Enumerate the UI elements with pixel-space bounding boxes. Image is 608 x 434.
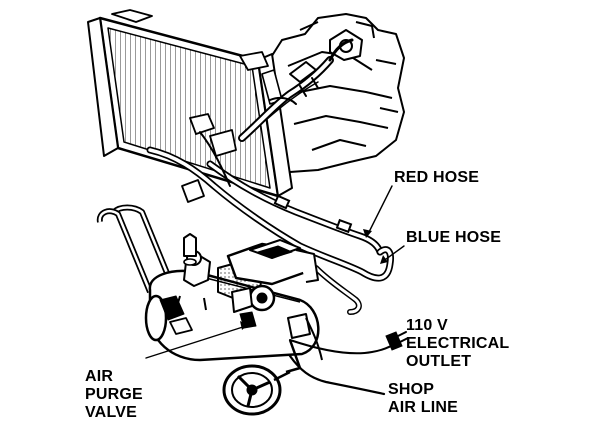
shop-air-line-label: SHOP AIR LINE — [388, 381, 458, 417]
electrical-cord — [289, 331, 409, 355]
air-purge-valve-line-3: VALVE — [85, 404, 137, 421]
compressor-wheel — [222, 364, 291, 416]
shop-air-line-line-2: AIR LINE — [388, 399, 459, 416]
electrical-outlet-line-1: 110 V — [406, 317, 448, 334]
blue-hose — [146, 131, 394, 282]
engine-block — [267, 13, 405, 173]
blue-hose-label: BLUE HOSE — [406, 229, 501, 247]
upper-hose-assembly — [238, 38, 354, 142]
air-purge-valve-line-2: PURGE — [85, 386, 143, 403]
air-purge-valve-label: AIR PURGE VALVE — [85, 368, 143, 422]
red-hose-label-text: RED HOSE — [394, 169, 480, 186]
electrical-outlet-label: 110 V ELECTRICAL OUTLET — [406, 317, 509, 371]
red-hose — [206, 160, 384, 256]
electrical-outlet-line-2: ELECTRICAL — [406, 335, 510, 352]
red-hose-label: RED HOSE — [394, 169, 479, 187]
electrical-outlet-line-3: OUTLET — [406, 353, 472, 370]
air-compressor — [96, 204, 323, 374]
arrowheads — [240, 229, 388, 330]
blue-hose-label-text: BLUE HOSE — [406, 229, 502, 246]
shop-air-line-line-1: SHOP — [388, 381, 435, 398]
hose-to-gauge — [313, 265, 362, 315]
air-purge-valve-line-1: AIR — [85, 368, 114, 385]
radiator — [87, 9, 293, 203]
shop-air-line — [288, 354, 386, 396]
